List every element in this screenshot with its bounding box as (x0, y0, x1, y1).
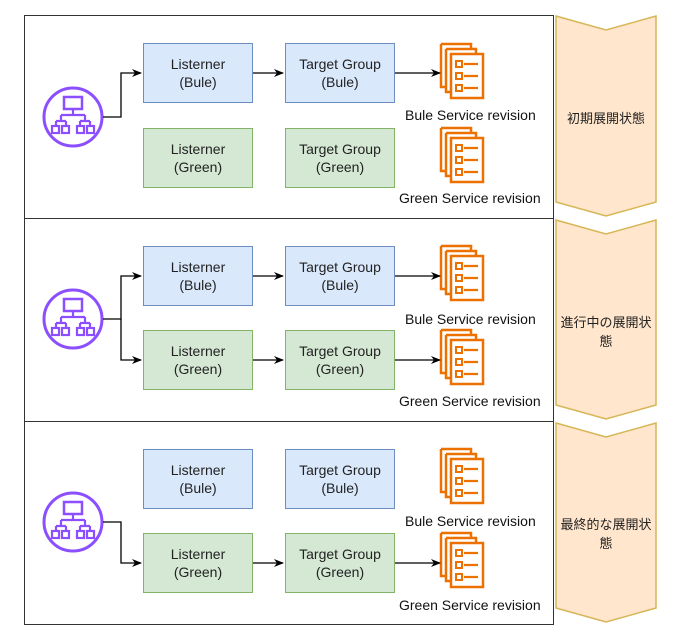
target-group-green[interactable]: Target Group (Green) (285, 128, 395, 188)
connector (103, 521, 142, 567)
load-balancer-icon (42, 491, 104, 553)
service-label-blue: Bule Service revision (405, 107, 536, 123)
service-revision-icon (439, 328, 485, 386)
listener-blue[interactable]: Listerner (Bule) (143, 449, 253, 509)
service-label-green: Green Service revision (399, 597, 541, 613)
service-revision-icon (439, 42, 485, 100)
load-balancer-icon (42, 288, 104, 350)
service-revision-icon (439, 447, 485, 505)
target-group-blue[interactable]: Target Group (Bule) (285, 449, 395, 509)
target-group-green[interactable]: Target Group (Green) (285, 533, 395, 593)
service-label-green: Green Service revision (399, 190, 541, 206)
service-label-blue: Bule Service revision (405, 311, 536, 327)
load-balancer-icon (42, 86, 104, 148)
connector (120, 319, 142, 364)
service-revision-icon (439, 531, 485, 589)
listener-blue[interactable]: Listerner (Bule) (143, 246, 253, 306)
service-revision-icon (439, 126, 485, 184)
stage-arrow-2 (555, 219, 657, 420)
stage-arrow-3 (555, 422, 657, 623)
target-group-blue[interactable]: Target Group (Bule) (285, 246, 395, 306)
stage-label-initial: 初期展開状態 (566, 112, 645, 127)
connector (103, 69, 142, 118)
stage-label-in-progress: 進行中の展開状態 (560, 316, 652, 350)
listener-green[interactable]: Listerner (Green) (143, 533, 253, 593)
listener-green[interactable]: Listerner (Green) (143, 128, 253, 188)
connector (103, 272, 142, 320)
listener-green[interactable]: Listerner (Green) (143, 330, 253, 390)
service-revision-icon (439, 244, 485, 302)
stage-label-final: 最終的な展開状態 (560, 518, 652, 552)
service-label-blue: Bule Service revision (405, 513, 536, 529)
service-label-green: Green Service revision (399, 393, 541, 409)
listener-blue[interactable]: Listerner (Bule) (143, 43, 253, 103)
target-group-green[interactable]: Target Group (Green) (285, 330, 395, 390)
stage-arrow-1 (555, 15, 657, 217)
target-group-blue[interactable]: Target Group (Bule) (285, 43, 395, 103)
